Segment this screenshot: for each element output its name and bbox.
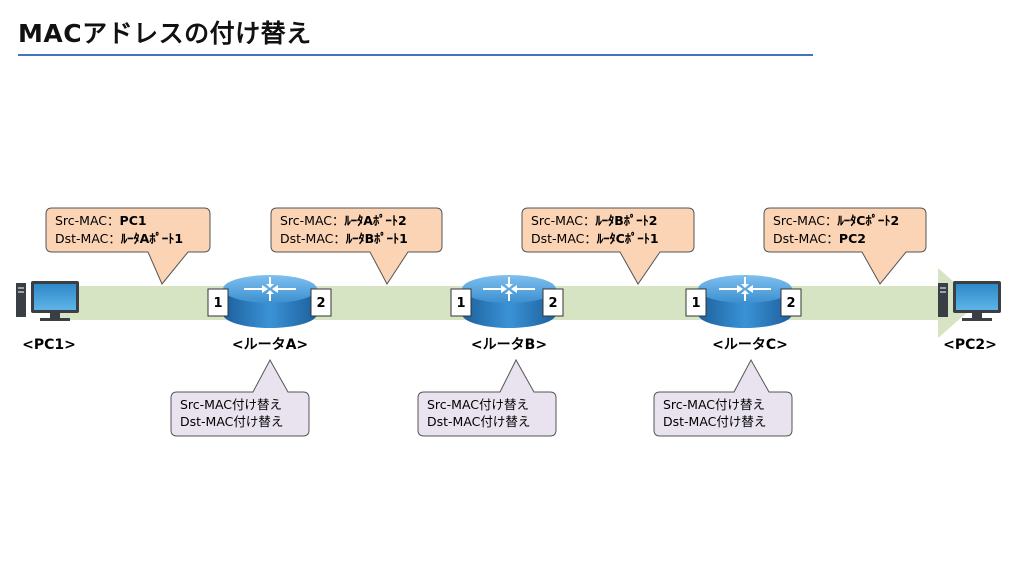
title-underline bbox=[18, 54, 813, 56]
router-b-port-1: 1 bbox=[450, 288, 472, 317]
svg-text:Src-MAC：ﾙｰﾀBﾎﾟｰﾄ2: Src-MAC：ﾙｰﾀBﾎﾟｰﾄ2 bbox=[531, 213, 658, 228]
mac-callout-pc1-to-router-a: Src-MAC：PC1 Dst-MAC：ﾙｰﾀAﾎﾟｰﾄ1 bbox=[45, 207, 211, 285]
router-c-icon bbox=[698, 275, 792, 328]
svg-text:Src-MAC：PC1: Src-MAC：PC1 bbox=[55, 213, 147, 228]
mac-callout-router-a-to-router-b: Src-MAC：ﾙｰﾀAﾎﾟｰﾄ2 Dst-MAC：ﾙｰﾀBﾎﾟｰﾄ1 bbox=[270, 207, 443, 285]
svg-text:1: 1 bbox=[456, 296, 465, 311]
svg-text:Dst-MAC付け替え: Dst-MAC付け替え bbox=[180, 414, 283, 429]
rewrite-callout-router-c: Src-MAC付け替え Dst-MAC付け替え bbox=[653, 358, 793, 437]
router-c-label: <ルータC> bbox=[712, 337, 788, 353]
router-b-port-2: 2 bbox=[542, 288, 564, 317]
svg-text:1: 1 bbox=[213, 296, 222, 311]
svg-text:Dst-MAC：ﾙｰﾀAﾎﾟｰﾄ1: Dst-MAC：ﾙｰﾀAﾎﾟｰﾄ1 bbox=[55, 231, 183, 246]
mac-callout-router-c-to-pc2: Src-MAC：ﾙｰﾀCﾎﾟｰﾄ2 Dst-MAC：PC2 bbox=[763, 207, 927, 285]
svg-text:1: 1 bbox=[691, 296, 700, 311]
svg-text:Src-MAC付け替え: Src-MAC付け替え bbox=[180, 397, 282, 412]
svg-text:Src-MAC付け替え: Src-MAC付け替え bbox=[663, 397, 765, 412]
svg-text:Dst-MAC付け替え: Dst-MAC付け替え bbox=[663, 414, 766, 429]
svg-text:Dst-MAC：PC2: Dst-MAC：PC2 bbox=[773, 231, 866, 246]
router-c-port-1: 1 bbox=[685, 288, 707, 317]
svg-text:2: 2 bbox=[316, 296, 325, 311]
pc2-computer-icon bbox=[938, 281, 1001, 321]
svg-text:Src-MAC付け替え: Src-MAC付け替え bbox=[427, 397, 529, 412]
svg-text:2: 2 bbox=[548, 296, 557, 311]
svg-text:Dst-MAC：ﾙｰﾀCﾎﾟｰﾄ1: Dst-MAC：ﾙｰﾀCﾎﾟｰﾄ1 bbox=[531, 231, 659, 246]
rewrite-callout-router-b: Src-MAC付け替え Dst-MAC付け替え bbox=[417, 358, 557, 437]
router-a-port-2: 2 bbox=[310, 288, 332, 317]
svg-text:Src-MAC：ﾙｰﾀCﾎﾟｰﾄ2: Src-MAC：ﾙｰﾀCﾎﾟｰﾄ2 bbox=[773, 213, 899, 228]
router-b-label: <ルータB> bbox=[471, 337, 547, 353]
page-title: MACアドレスの付け替え bbox=[18, 19, 312, 48]
pc1-label: <PC1> bbox=[22, 337, 76, 353]
router-a-label: <ルータA> bbox=[232, 337, 308, 353]
router-c-port-2: 2 bbox=[780, 288, 802, 317]
router-a-port-1: 1 bbox=[207, 288, 229, 317]
router-a-icon bbox=[223, 275, 317, 328]
svg-text:2: 2 bbox=[786, 296, 795, 311]
svg-text:Dst-MAC：ﾙｰﾀBﾎﾟｰﾄ1: Dst-MAC：ﾙｰﾀBﾎﾟｰﾄ1 bbox=[280, 231, 408, 246]
svg-text:Src-MAC：ﾙｰﾀAﾎﾟｰﾄ2: Src-MAC：ﾙｰﾀAﾎﾟｰﾄ2 bbox=[280, 213, 407, 228]
rewrite-callout-router-a: Src-MAC付け替え Dst-MAC付け替え bbox=[170, 358, 310, 437]
mac-callout-router-b-to-router-c: Src-MAC：ﾙｰﾀBﾎﾟｰﾄ2 Dst-MAC：ﾙｰﾀCﾎﾟｰﾄ1 bbox=[521, 207, 695, 285]
pc2-label: <PC2> bbox=[943, 337, 997, 353]
pc1-computer-icon bbox=[16, 281, 79, 321]
svg-text:Dst-MAC付け替え: Dst-MAC付け替え bbox=[427, 414, 530, 429]
router-b-icon bbox=[462, 275, 556, 328]
